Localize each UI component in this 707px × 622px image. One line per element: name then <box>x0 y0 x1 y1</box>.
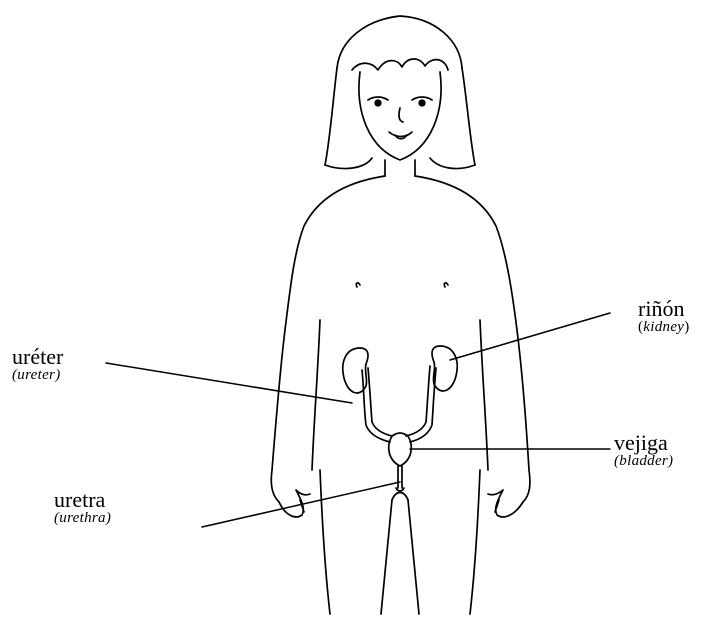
urethra-label: uretra (urethra) <box>54 488 111 527</box>
hair <box>325 16 475 169</box>
urethra <box>398 466 402 488</box>
neck <box>385 160 415 176</box>
leader-lines <box>106 313 610 527</box>
kidney-label: riñón (kidney) <box>638 297 690 336</box>
ureter-label: uréter (ureter) <box>12 345 63 384</box>
kidney-translation-word: kidney <box>643 319 684 335</box>
body-outline <box>271 176 530 614</box>
ureter-translation: (ureter) <box>12 368 63 384</box>
right-ureter <box>410 368 436 442</box>
kidney-leader-line <box>450 313 610 360</box>
bladder <box>389 433 412 466</box>
bladder-translation: (bladder) <box>614 454 673 470</box>
urethra-translation: (urethra) <box>54 511 111 527</box>
bladder-term: vejiga <box>614 431 673 454</box>
kidney-term: riñón <box>638 297 690 320</box>
urinary-system <box>343 346 457 491</box>
face <box>359 72 441 160</box>
bladder-label: vejiga (bladder) <box>614 431 673 470</box>
kidney-translation-close: ) <box>684 319 689 335</box>
kidney-translation: (kidney) <box>638 320 690 336</box>
urethra-leader-line <box>202 482 400 527</box>
left-kidney <box>343 348 368 393</box>
urethra-term: uretra <box>54 488 111 511</box>
ureter-leader-line <box>106 363 352 403</box>
ureter-term: uréter <box>12 345 63 368</box>
